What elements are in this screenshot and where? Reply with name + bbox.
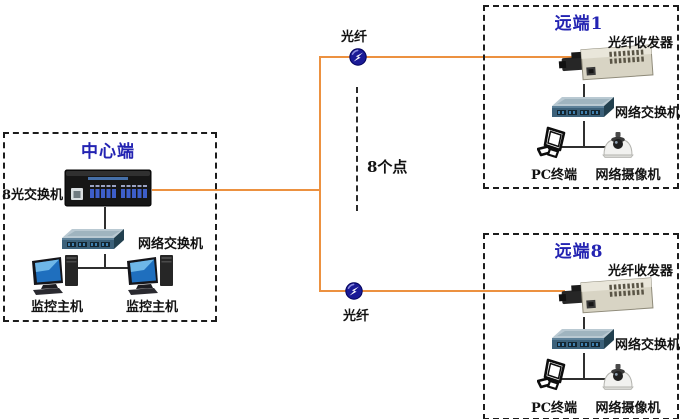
center-group-box [3,132,217,322]
center-ethernet-switch-icon [62,228,124,254]
fiber-connector-icon-bottom [345,282,363,300]
remote1-transceiver-label: 光纤收发器 [608,36,674,51]
points-count-label: 8个点 [367,158,408,176]
remote8-line-transceiver-switch [583,317,585,330]
line-switch-to-bus [104,254,106,269]
fiber-transceiver-icon-8 [558,273,656,319]
remote8-device-bus [558,378,606,380]
remote1-switch-label: 网络交换机 [615,106,680,121]
center-switch-label: 网络交换机 [138,237,204,252]
pc-terminal-icon-8 [536,358,567,394]
remote8-transceiver-label: 光纤收发器 [608,264,674,279]
remote1-title: 远端1 [554,14,604,34]
more-remotes-ellipsis [356,87,358,211]
fiber-label-top: 光纤 [341,30,368,45]
remote8-ethernet-switch-icon [552,328,614,354]
fiber-transceiver-icon-1 [558,40,656,86]
line-osw-to-switch [104,207,106,230]
optical-switch-icon [64,167,152,208]
fiber-line-to-remote1 [319,56,573,58]
center-title: 中心端 [81,142,135,162]
remote8-line-switch-bus [583,353,585,379]
remote8-switch-label: 网络交换机 [615,338,680,353]
dome-camera-icon-8 [602,363,634,390]
remote1-line-switch-bus [583,121,585,147]
line-host-bus [78,267,130,269]
remote1-device-bus [558,146,606,148]
fiber-label-bottom: 光纤 [343,309,370,324]
fiber-line-to-remote8 [319,290,565,292]
pc-terminal-icon-1 [536,126,567,162]
fiber-line-backbone [319,56,321,292]
optical-switch-label: 8光交换机 [2,188,64,203]
remote8-camera-label: 网络摄像机 [595,401,661,416]
remote1-line-transceiver-switch [583,84,585,98]
remote1-group-box [483,5,679,189]
remote1-pc-label: PC终端 [530,168,578,183]
remote1-camera-label: 网络摄像机 [595,168,661,183]
monitor-host-label-2: 监控主机 [125,300,178,315]
fiber-connector-icon-top [349,48,367,66]
monitor-host-icon-1 [29,254,85,296]
fiber-line-center [152,189,321,191]
remote8-title: 远端8 [554,242,604,262]
remote1-ethernet-switch-icon [552,96,614,122]
remote8-pc-label: PC终端 [530,401,578,416]
dome-camera-icon-1 [602,131,634,158]
monitor-host-label-1: 监控主机 [30,300,83,315]
monitor-host-icon-2 [124,254,180,296]
